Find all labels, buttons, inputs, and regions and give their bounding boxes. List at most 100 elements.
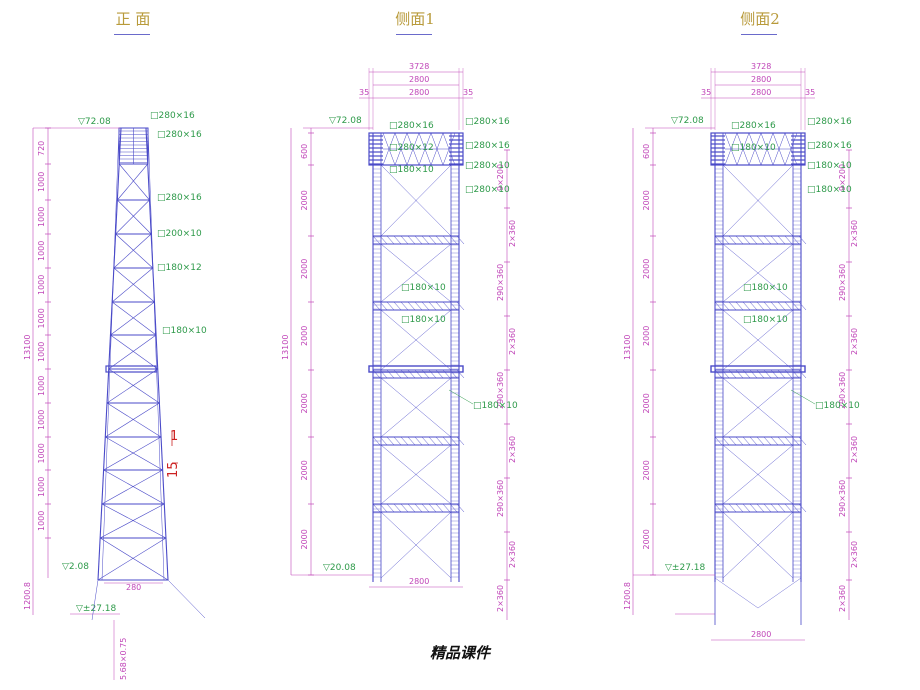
front-member-label-top: □280×16 [150, 111, 195, 121]
side1-top-width-2: 2800 [409, 75, 429, 84]
side1-girder-web [372, 436, 381, 446]
front-brace [110, 301, 155, 336]
front-member-label: □280×16 [157, 130, 202, 140]
side1-girder-web [421, 235, 430, 245]
side2-girder-web [714, 235, 723, 245]
front-brace [106, 368, 158, 404]
side1-girder-web [435, 301, 444, 311]
side2-girder-web [777, 369, 786, 379]
side1-base-width: 2800 [409, 577, 429, 586]
side2-left-dim-value: 2000 [642, 326, 651, 346]
side2-girder-web [756, 503, 765, 513]
side2-girder-web [721, 235, 730, 245]
side1-member-label: □280×12 [389, 143, 434, 153]
side2-girder-web [742, 301, 751, 311]
front-foot-label: 1200.8 [23, 582, 32, 610]
side1-left-dim-value: 2000 [300, 529, 309, 549]
side2-girder-web [784, 436, 793, 446]
side2-girder-web [728, 235, 737, 245]
title-side1-underline [396, 34, 432, 35]
side2-girder-web [763, 503, 772, 513]
side2-girder-web [777, 436, 786, 446]
title-front-underline [114, 34, 150, 35]
front-foot-slope-left [91, 579, 99, 621]
side1-member-label: □280×10 [465, 161, 510, 171]
front-brace [110, 334, 158, 370]
side1-girder-web [428, 503, 437, 513]
front-brace [115, 199, 150, 235]
side1-girder-web [407, 503, 416, 513]
front-ground-note: 5.68×0.75 [119, 638, 128, 680]
front-right-leg-inner [147, 127, 165, 581]
side1-girder-web [428, 369, 437, 379]
side1-head-brace [406, 132, 420, 166]
side1-left-dim-value: 2000 [300, 190, 309, 210]
side1-girder-web [449, 503, 458, 513]
side2-girder-web [777, 301, 786, 311]
side1-girder-web [400, 301, 409, 311]
front-brace [103, 436, 162, 471]
side2-girder-web [735, 369, 744, 379]
side1-right-dim-value: 2×360 [508, 541, 517, 568]
side2-member-label-mid2: □180×10 [743, 315, 788, 325]
side2-left-dim-value: 2000 [642, 460, 651, 480]
side1-girder-web [393, 235, 402, 245]
side1-girder-web [393, 503, 402, 513]
side2-girder-web [756, 436, 765, 446]
side1-girder-web [435, 503, 444, 513]
side2-girder-web [763, 369, 772, 379]
side1-girder-web [456, 436, 465, 446]
side1-x-brace [380, 511, 452, 579]
side1-girder-web [393, 301, 402, 311]
side1-girder-web [379, 301, 388, 311]
side2-girder-web [721, 301, 730, 311]
side2-girder-web [728, 436, 737, 446]
side1-girder-web [435, 369, 444, 379]
side2-girder-web [756, 369, 765, 379]
side2-x-brace [722, 243, 794, 303]
side2-girder-web [770, 235, 779, 245]
side2-girder-web [798, 436, 807, 446]
front-brace [108, 334, 157, 370]
side1-x-brace [380, 444, 452, 505]
side2-girder-web [798, 301, 807, 311]
side2-girder-web [749, 503, 758, 513]
side2-foot-label: 1200.8 [623, 582, 632, 610]
front-member-label: □180×12 [157, 263, 202, 273]
front-dim-value: 1000 [37, 241, 46, 261]
side2-girder-web [791, 235, 800, 245]
front-slope-run: 15 [166, 461, 181, 478]
side1-right-dim-value: 9×200 [496, 164, 505, 191]
side2-girder-web [798, 503, 807, 513]
side1-girder-web [379, 503, 388, 513]
side2-girder-web [763, 235, 772, 245]
front-member-label: □200×10 [157, 229, 202, 239]
side1-girder-web [372, 301, 381, 311]
side1-x-brace [380, 377, 452, 438]
side2-left-dim-value: 2000 [642, 259, 651, 279]
front-brace [101, 469, 163, 505]
side2-member-label: □180×10 [731, 143, 776, 153]
side1-girder-web [421, 436, 430, 446]
side1-top-width-3: 2800 [409, 88, 429, 97]
side1-top-level: ▽72.08 [329, 116, 362, 126]
front-dim-value: 1000 [37, 477, 46, 497]
side2-bottom-level: ▽±27.18 [665, 563, 706, 573]
side2-head-brace [760, 132, 774, 166]
side1-x-brace [380, 309, 452, 371]
front-dim-value: 1000 [37, 443, 46, 463]
side2-girder-web [714, 369, 723, 379]
side1-girder-web [386, 436, 395, 446]
side1-head-brace [382, 132, 396, 166]
side2-right-dim-value: 2×360 [850, 328, 859, 355]
side1-girder-web [407, 369, 416, 379]
side2-girder-web [735, 235, 744, 245]
side2-girder-web [756, 301, 765, 311]
side2-girder-web [770, 369, 779, 379]
side1-girder-web [428, 436, 437, 446]
side2-left-dim-value: 2000 [642, 190, 651, 210]
front-member-label: □280×16 [157, 193, 202, 203]
side2-member-label: □280×16 [807, 117, 852, 127]
